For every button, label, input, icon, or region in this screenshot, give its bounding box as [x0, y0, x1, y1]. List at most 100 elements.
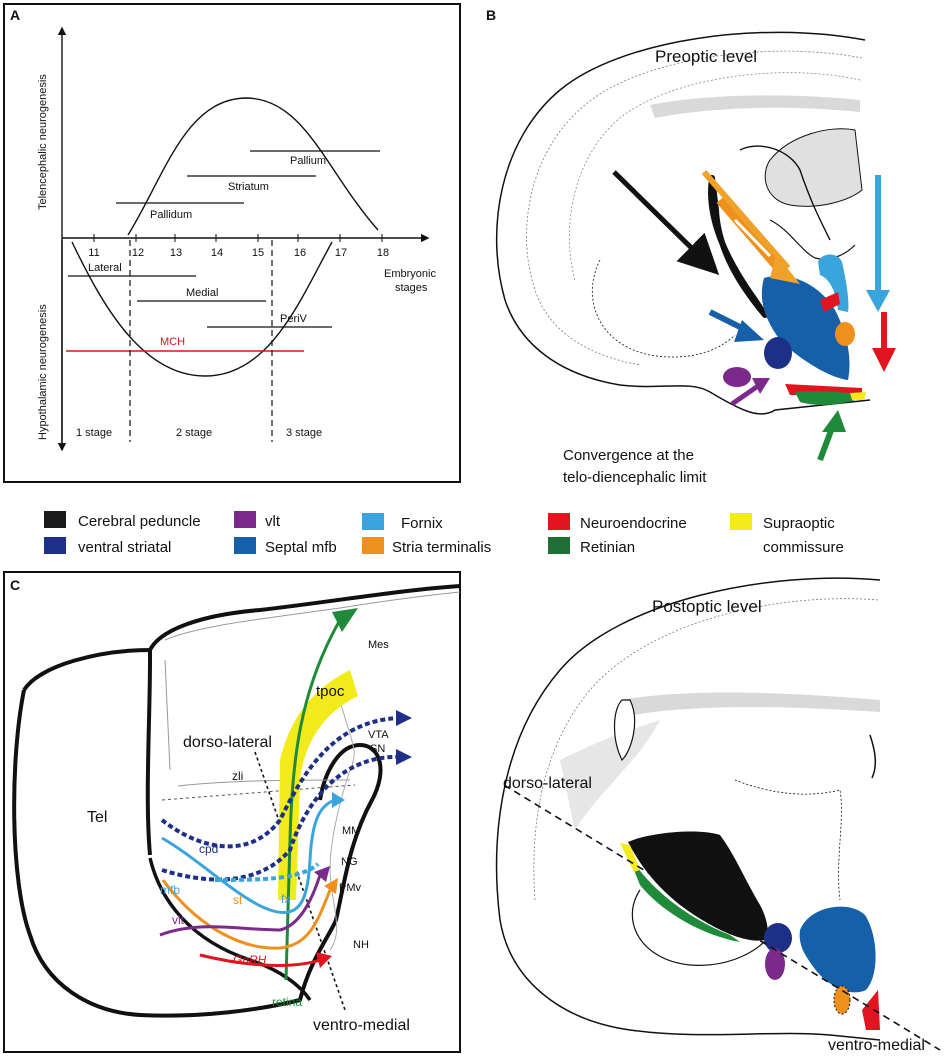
stage-3: 3 stage [286, 427, 322, 439]
legend-stria-terminalis: Stria terminalis [392, 539, 491, 556]
tick-17: 17 [335, 247, 347, 259]
postoptic-dorso-lateral: dorso-lateral [503, 775, 592, 792]
legend-swatch-fornix [362, 513, 384, 530]
legend-swatch-cerebral-peduncle [44, 511, 66, 528]
bar-pallidum: Pallidum [150, 209, 192, 221]
tick-13: 13 [170, 247, 182, 259]
panel-a: A Telencephalic neurogenesis Hypothalami… [3, 3, 461, 483]
x-axis-label-2: stages [395, 282, 428, 294]
postoptic-ventro-medial: ventro-medial [828, 1037, 925, 1054]
tick-12: 12 [132, 247, 144, 259]
label-st: st [233, 893, 243, 907]
legend-swatch-ventral-striatal [44, 537, 66, 554]
preoptic-retinian [795, 391, 865, 405]
legend-supraoptic: Supraoptic [763, 515, 835, 532]
postoptic-septal-mfb [799, 906, 876, 993]
legend-swatch-vlt [234, 511, 256, 528]
preoptic-vlt [723, 367, 751, 387]
label-ventro-medial: ventro-medial [313, 1017, 410, 1034]
preoptic-grey-band [650, 95, 860, 118]
bar-periv: PeriV [280, 313, 308, 325]
panel-a-letter: A [10, 7, 20, 23]
label-vta: VTA [368, 729, 389, 741]
label-nh: NH [353, 939, 369, 951]
panel-c-letter: C [10, 577, 20, 593]
tpoc-band [278, 670, 358, 900]
bar-lateral: Lateral [88, 262, 122, 274]
y-bottom-label: Hypothalamic neurogenesis [37, 304, 49, 440]
y-top-label: Telencephalic neurogenesis [37, 74, 49, 210]
bar-mch: MCH [160, 336, 185, 348]
legend-septal-mfb: Septal mfb [265, 539, 337, 556]
postoptic-axis-dashed [503, 784, 941, 1051]
preoptic-outline [495, 31, 871, 415]
label-mm: MM [342, 825, 360, 837]
legend-swatch-stria-terminalis [362, 537, 384, 554]
tick-11: 11 [88, 247, 99, 259]
panel-c-frame [3, 571, 461, 1053]
postoptic-title: Postoptic level [652, 597, 762, 616]
legend-neuroendocrine: Neuroendocrine [580, 515, 687, 532]
legend-swatch-neuroendocrine [548, 513, 570, 530]
postoptic-cerebral-peduncle [628, 831, 768, 941]
legend-swatch-supraoptic [730, 513, 752, 530]
panel-b-letter: B [486, 7, 496, 23]
arrow-orange [701, 170, 791, 270]
hypothalamic-curve [71, 241, 333, 377]
label-mes: Mes [368, 639, 389, 651]
panel-a-frame [3, 3, 461, 483]
label-cpd: cpd [199, 842, 218, 856]
panel-c: C Mes tpoc VTA SN do [3, 571, 461, 1053]
fornix-path [161, 798, 336, 914]
tick-14: 14 [211, 247, 223, 259]
cpd-path [160, 716, 401, 849]
label-pmv: PMv [339, 882, 362, 894]
label-vlt: vlt [172, 913, 185, 927]
preoptic-ventral-striatal [764, 337, 792, 369]
label-dorso-lateral: dorso-lateral [183, 734, 272, 751]
label-tel: Tel [87, 809, 107, 826]
x-axis-label-1: Embryonic [384, 268, 436, 280]
stria-path [161, 879, 332, 950]
preoptic-fornix [818, 254, 849, 312]
tick-18: 18 [377, 247, 389, 259]
postoptic-ventral-striatal [764, 923, 792, 953]
panel-c-outline [12, 584, 461, 1018]
legend-swatch-septal-mfb [234, 537, 256, 554]
postoptic-outline [495, 577, 881, 1041]
label-tpoc: tpoc [316, 683, 345, 700]
label-ng: NG [341, 856, 358, 868]
telencephalic-curve [127, 97, 379, 236]
label-fx: fx [281, 892, 290, 906]
postoptic-neuroendocrine [862, 990, 880, 1030]
label-gnrh: GnRH [233, 953, 267, 967]
convergence-line-2: telo-diencephalic limit [563, 469, 707, 486]
postoptic-section: Postoptic level dorso-lateral ventro-med… [495, 577, 941, 1054]
bar-medial: Medial [186, 287, 218, 299]
panel-c-axis-dashed [254, 751, 346, 1011]
legend-cerebral-peduncle: Cerebral peduncle [78, 513, 201, 530]
postoptic-stria [833, 985, 851, 1015]
label-zli: zli [232, 769, 243, 783]
panel-b: B Preoptic [486, 7, 896, 486]
stage-1: 1 stage [76, 427, 112, 439]
preoptic-neuroendocrine [820, 292, 840, 312]
legend-vlt: vlt [265, 513, 281, 530]
convergence-line-1: Convergence at the [563, 447, 694, 464]
tick-16: 16 [294, 247, 306, 259]
arrow-green [817, 426, 835, 462]
preoptic-cerebral-peduncle [708, 175, 768, 318]
label-retina: retina [272, 995, 302, 1009]
tick-15: 15 [252, 247, 264, 259]
legend-fornix: Fornix [401, 515, 443, 532]
legend-retinian: Retinian [580, 539, 635, 556]
legend-supraoptic-line2: commissure [763, 539, 844, 556]
stage-2: 2 stage [176, 427, 212, 439]
postoptic-vlt [765, 948, 785, 980]
legend-swatch-retinian [548, 537, 570, 554]
arrow-black [612, 170, 720, 275]
preoptic-stria [835, 322, 855, 346]
bar-striatum: Striatum [228, 181, 269, 193]
arrow-purple [730, 383, 760, 407]
